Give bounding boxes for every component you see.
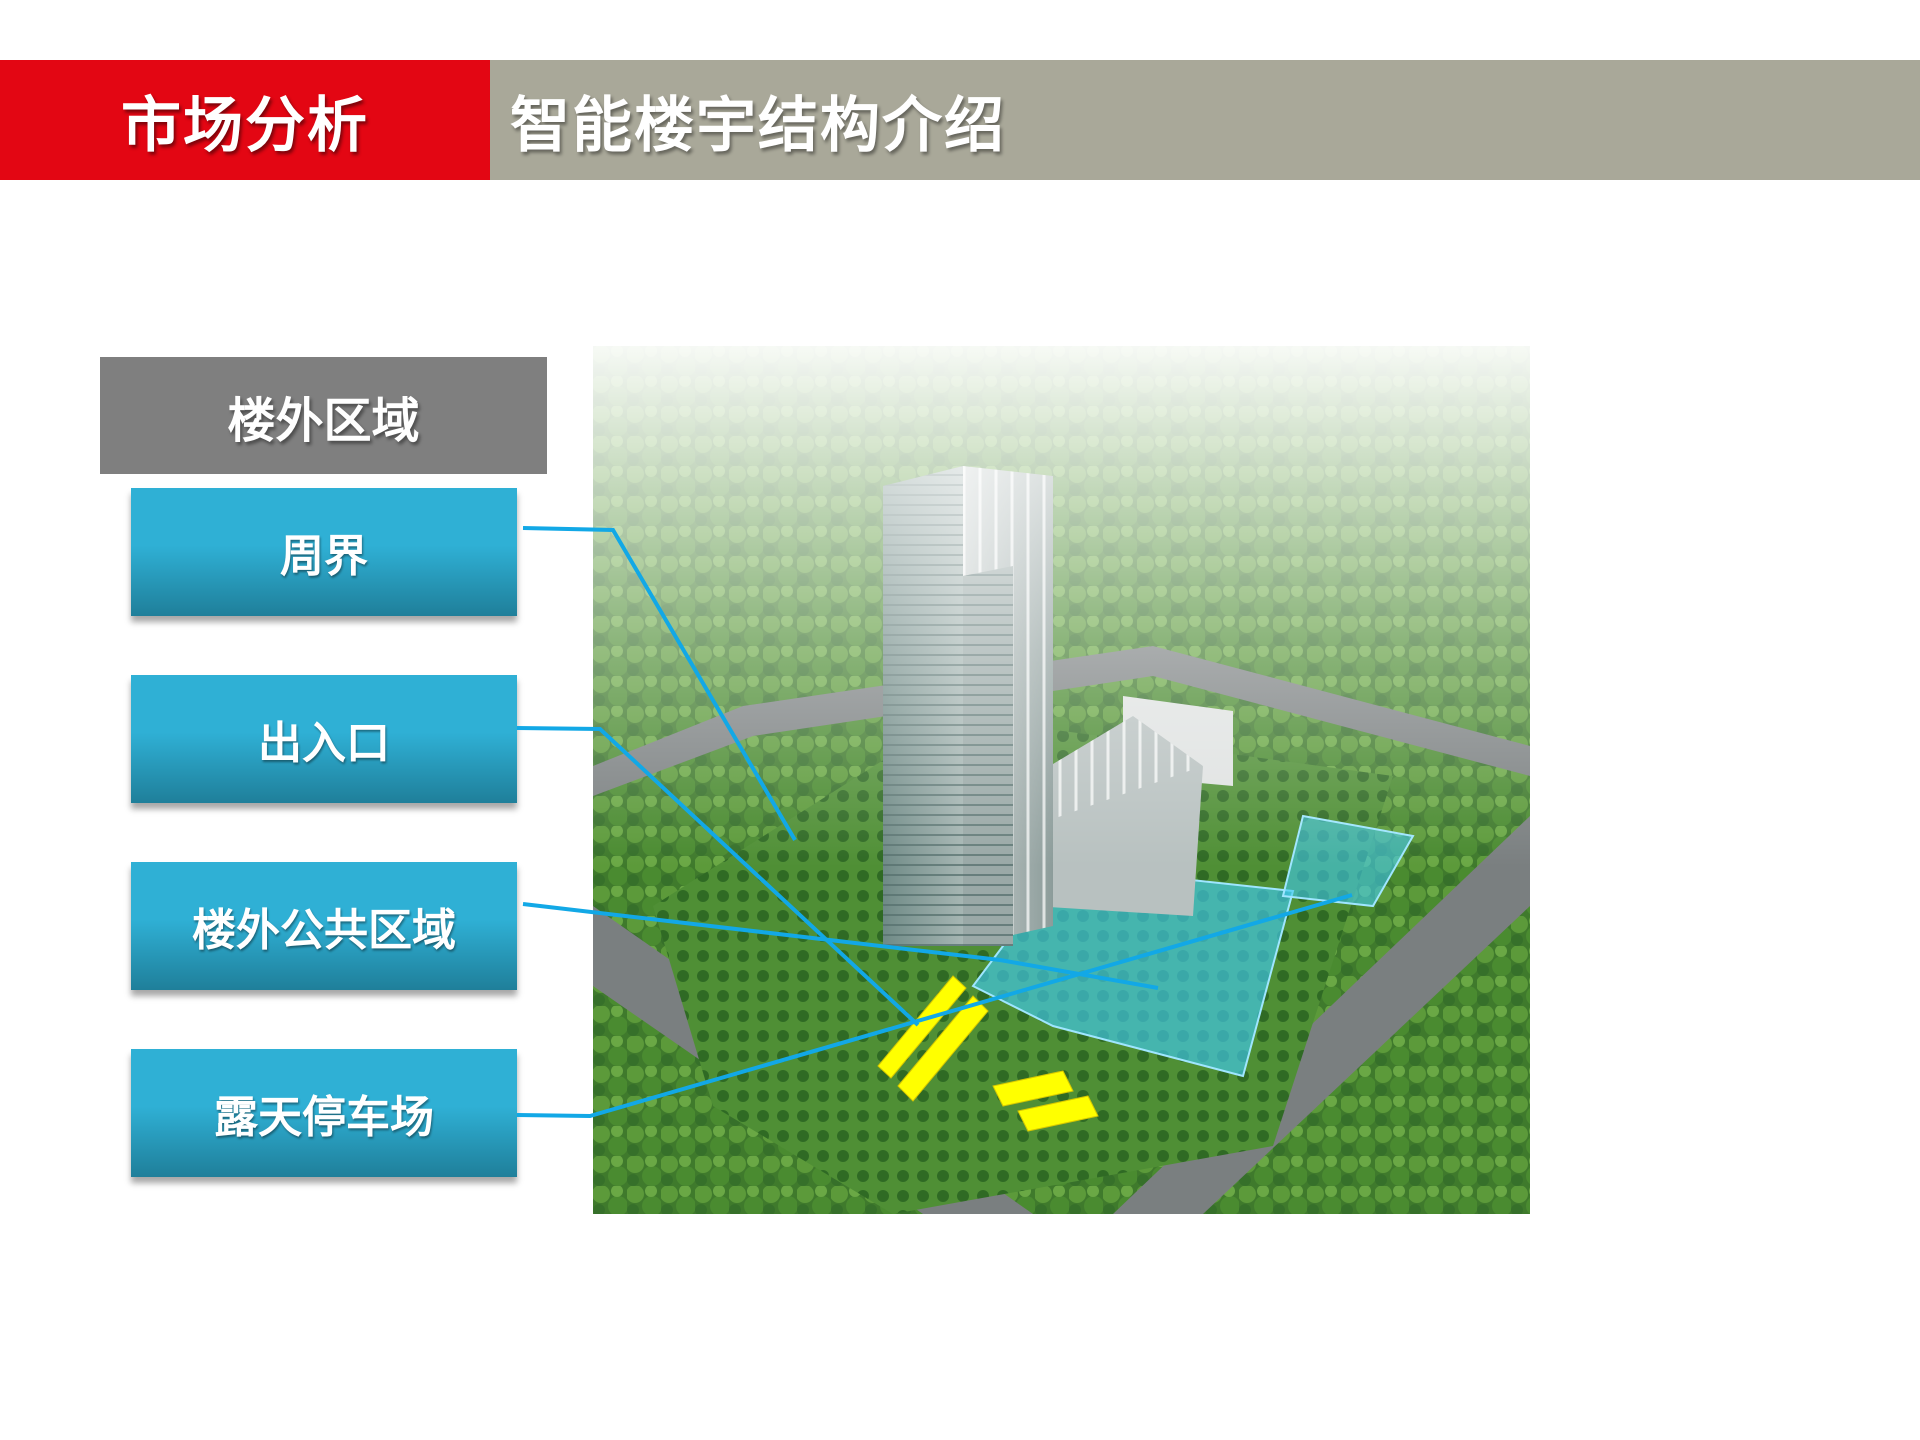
- zone-parking-button[interactable]: 露天停车场: [131, 1049, 517, 1177]
- section-label: 市场分析: [0, 60, 490, 180]
- zone-entrance-button[interactable]: 出入口: [131, 675, 517, 803]
- zone-perimeter-button[interactable]: 周界: [131, 488, 517, 616]
- header-bar: 市场分析 智能楼宇结构介绍: [0, 60, 1920, 180]
- page-title: 智能楼宇结构介绍: [490, 60, 1920, 180]
- outdoor-area-heading: 楼外区域: [100, 357, 547, 474]
- building-aerial-image: [593, 346, 1530, 1214]
- zone-public-area-button[interactable]: 楼外公共区域: [131, 862, 517, 990]
